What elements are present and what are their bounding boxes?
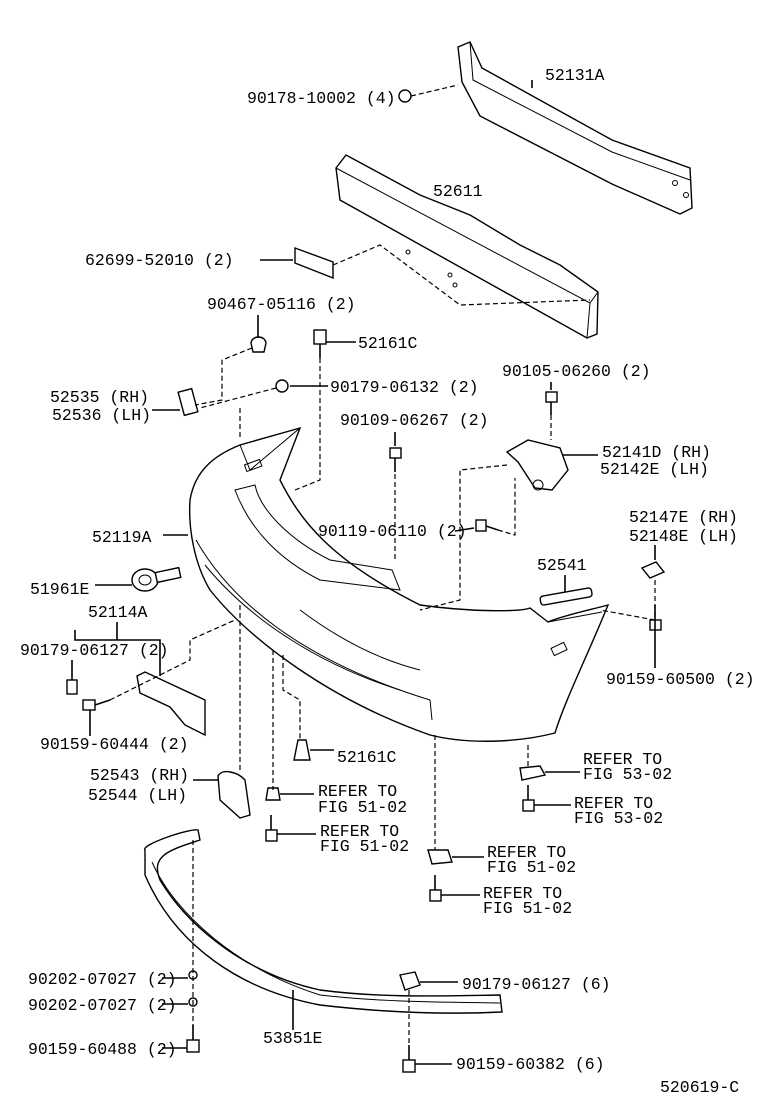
refer-label: REFER TO bbox=[483, 884, 562, 903]
label-52147e: 52147E (RH) bbox=[629, 508, 738, 527]
towing-hole-cap bbox=[217, 770, 251, 819]
label-90179-06132: 90179-06132 (2) bbox=[330, 378, 479, 397]
part-labels: 90178-10002 (4) 52131A 52611 62699-52010… bbox=[20, 66, 755, 1097]
label-53851e: 53851E bbox=[263, 1029, 323, 1048]
label-52142e: 52142E (LH) bbox=[600, 460, 709, 479]
label-90159-60500: 90159-60500 (2) bbox=[606, 670, 755, 689]
license-plate-bracket bbox=[136, 671, 206, 737]
refer-fig: FIG 51-02 bbox=[320, 837, 409, 856]
refer-label: REFER TO bbox=[318, 782, 397, 801]
side-bracket bbox=[177, 387, 199, 417]
label-52148e: 52148E (LH) bbox=[629, 527, 738, 546]
refer-label: REFER TO bbox=[583, 750, 662, 769]
label-90178-10002: 90178-10002 (4) bbox=[247, 89, 396, 108]
label-90159-60444: 90159-60444 (2) bbox=[40, 735, 189, 754]
refer-label: REFER TO bbox=[320, 822, 399, 841]
label-52141d: 52141D (RH) bbox=[602, 443, 711, 462]
bumper-reinforcement bbox=[457, 41, 693, 215]
refer-fig: FIG 53-02 bbox=[583, 765, 672, 784]
refer-label: REFER TO bbox=[574, 794, 653, 813]
label-52544: 52544 (LH) bbox=[88, 786, 187, 805]
label-90202-07027-a: 90202-07027 (2) bbox=[28, 970, 177, 989]
label-90159-60488: 90159-60488 (2) bbox=[28, 1040, 177, 1059]
label-52114a: 52114A bbox=[88, 603, 148, 622]
label-90105-06260: 90105-06260 (2) bbox=[502, 362, 651, 381]
front-spoiler bbox=[144, 829, 503, 1014]
label-90119-06110: 90119-06110 (2) bbox=[318, 522, 467, 541]
label-90179-06127-2: 90179-06127 (2) bbox=[20, 641, 169, 660]
refer-fig: FIG 51-02 bbox=[318, 798, 407, 817]
label-62699-52010: 62699-52010 (2) bbox=[85, 251, 234, 270]
label-51961e: 51961E bbox=[30, 580, 90, 599]
refer-fig: FIG 51-02 bbox=[483, 899, 572, 918]
seal-part bbox=[539, 587, 593, 606]
refer-label: REFER TO bbox=[487, 843, 566, 862]
label-90159-60382: 90159-60382 (6) bbox=[456, 1055, 605, 1074]
bumper-retainer bbox=[505, 439, 569, 491]
label-52131a: 52131A bbox=[545, 66, 605, 85]
refer-fig: FIG 53-02 bbox=[574, 809, 663, 828]
label-52119a: 52119A bbox=[92, 528, 152, 547]
label-90109-06267: 90109-06267 (2) bbox=[340, 411, 489, 430]
label-52543: 52543 (RH) bbox=[90, 766, 189, 785]
label-90179-06127-6: 90179-06127 (6) bbox=[462, 975, 611, 994]
pad-part bbox=[294, 246, 334, 280]
towing-eye bbox=[131, 566, 182, 592]
leader-lines bbox=[71, 80, 656, 1065]
figure-id: 520619-C bbox=[660, 1078, 739, 1097]
label-52161c-top: 52161C bbox=[358, 334, 418, 353]
front-bumper-cover bbox=[188, 426, 610, 742]
label-52536: 52536 (LH) bbox=[52, 406, 151, 425]
bumper-energy-absorber bbox=[335, 154, 599, 339]
label-52161c-bottom: 52161C bbox=[337, 748, 397, 767]
assembly-lines bbox=[109, 84, 656, 1045]
fasteners bbox=[66, 89, 666, 1073]
label-52541: 52541 bbox=[537, 556, 587, 575]
label-90202-07027-b: 90202-07027 (2) bbox=[28, 996, 177, 1015]
label-90467-05116: 90467-05116 (2) bbox=[207, 295, 356, 314]
label-52535: 52535 (RH) bbox=[50, 388, 149, 407]
refer-labels: REFER TO FIG 53-02 REFER TO FIG 51-02 RE… bbox=[318, 750, 672, 918]
refer-fig: FIG 51-02 bbox=[487, 858, 576, 877]
label-52611: 52611 bbox=[433, 182, 483, 201]
